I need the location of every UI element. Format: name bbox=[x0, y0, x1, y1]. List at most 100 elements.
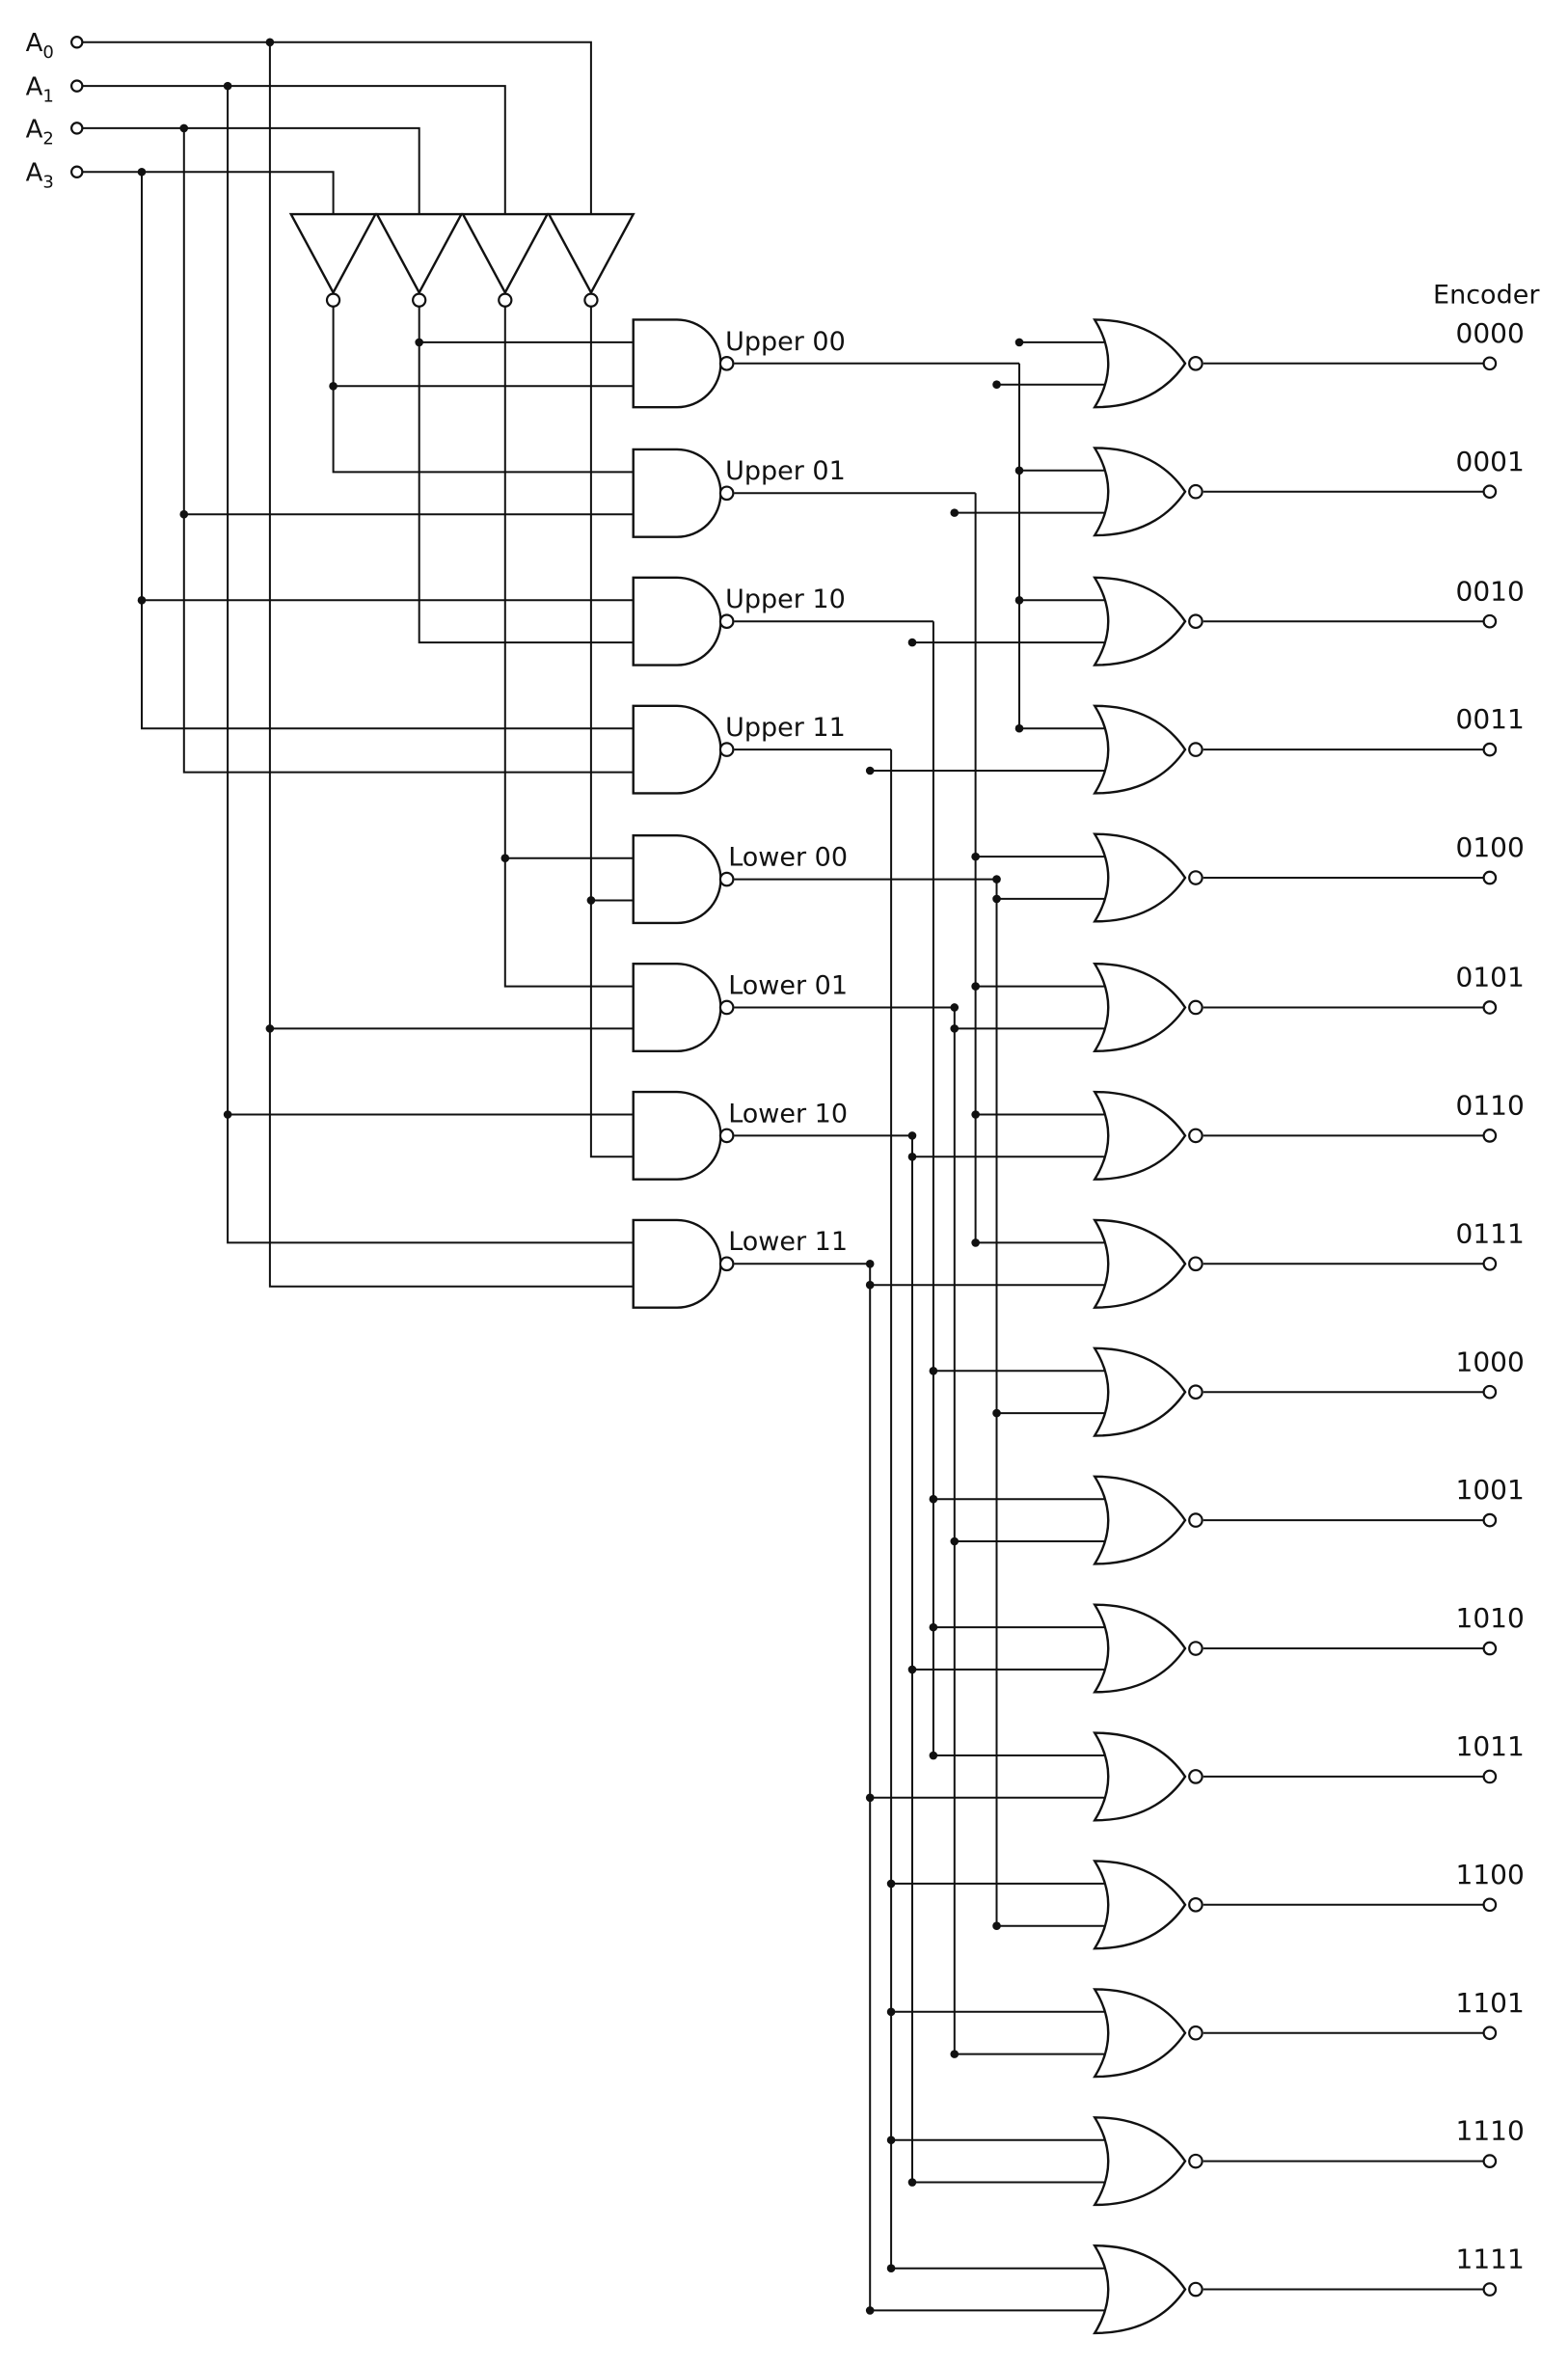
output-1101-label: 1101 bbox=[1456, 1987, 1525, 2019]
nor-output-bubble bbox=[1188, 742, 1203, 757]
junction-dot bbox=[865, 1280, 875, 1290]
junction-dot bbox=[907, 1131, 917, 1140]
nor-gate bbox=[1093, 704, 1187, 795]
nor-gate bbox=[1093, 962, 1187, 1053]
nand-gate bbox=[632, 1090, 722, 1181]
junction-dot bbox=[907, 1152, 917, 1161]
inverter-gate bbox=[547, 212, 635, 295]
junction-dot bbox=[1014, 466, 1024, 476]
nand-label-upper-00: Upper 00 bbox=[725, 327, 846, 357]
junction-dot bbox=[886, 1879, 896, 1889]
junction-dot bbox=[929, 1367, 938, 1375]
junction-dot bbox=[907, 2178, 917, 2187]
junction-dot bbox=[992, 875, 1001, 884]
junction-dot bbox=[265, 38, 275, 47]
junction-dot bbox=[992, 380, 1001, 390]
wire-layer bbox=[83, 41, 1484, 2312]
output-0110-terminal bbox=[1482, 1129, 1498, 1143]
nand-label-upper-10: Upper 10 bbox=[725, 585, 846, 614]
a0-true-line bbox=[268, 41, 634, 1288]
junction-dot bbox=[971, 1238, 980, 1247]
input-rail-a3 bbox=[83, 171, 335, 214]
nor-gate bbox=[1093, 1603, 1187, 1694]
nand-gate bbox=[632, 834, 722, 925]
junction-dot bbox=[929, 1751, 938, 1760]
output-1111-terminal bbox=[1482, 2282, 1498, 2297]
output-0111-terminal bbox=[1482, 1256, 1498, 1271]
nor-output-bubble bbox=[1188, 2281, 1203, 2298]
junction-dot bbox=[223, 81, 232, 91]
junction-dot bbox=[886, 2007, 896, 2017]
nor-output-bubble bbox=[1188, 613, 1203, 630]
output-1011-terminal bbox=[1482, 1769, 1498, 1784]
nand-label-upper-01: Upper 01 bbox=[725, 456, 846, 486]
nand-label-lower-01: Lower 01 bbox=[728, 970, 848, 1000]
junction-dot bbox=[179, 509, 189, 519]
output-0001-terminal bbox=[1482, 484, 1498, 500]
a0-inverted-line bbox=[589, 306, 634, 1158]
nor-gate bbox=[1093, 1988, 1187, 2079]
input-rail-a0 bbox=[83, 41, 592, 214]
output-0011-terminal bbox=[1482, 742, 1498, 757]
nor-output-bubble bbox=[1188, 1897, 1203, 1913]
output-1010-terminal bbox=[1482, 1641, 1498, 1656]
nor-output-bubble bbox=[1188, 1384, 1203, 1401]
output-1000-terminal bbox=[1482, 1384, 1498, 1400]
nor-gate bbox=[1093, 1860, 1187, 1950]
nor-gate bbox=[1093, 1475, 1187, 1565]
output-1110-terminal bbox=[1482, 2154, 1498, 2168]
junction-dot bbox=[586, 896, 596, 905]
output-0100-label: 0100 bbox=[1456, 831, 1525, 863]
output-0001-label: 0001 bbox=[1456, 446, 1525, 477]
junction-dot bbox=[950, 1024, 960, 1033]
nor-output-bubble bbox=[1188, 1128, 1203, 1144]
nand-gate bbox=[632, 318, 722, 409]
nor-output-bubble bbox=[1188, 870, 1203, 885]
nand-label-lower-11: Lower 11 bbox=[728, 1227, 848, 1257]
nand-gate bbox=[632, 962, 722, 1053]
junction-dot bbox=[1014, 338, 1024, 347]
junction-dot bbox=[971, 1110, 980, 1119]
inverter-bubble bbox=[412, 292, 427, 308]
nor-output-bubble bbox=[1188, 2025, 1203, 2041]
junction-dot bbox=[865, 766, 875, 775]
output-1011-label: 1011 bbox=[1456, 1730, 1525, 1762]
nor-gate bbox=[1093, 1731, 1187, 1822]
junction-dot bbox=[950, 1003, 960, 1012]
nor-gate bbox=[1093, 1346, 1187, 1437]
output-1100-terminal bbox=[1482, 1897, 1498, 1913]
inverter-gate bbox=[461, 212, 550, 295]
junction-dot bbox=[907, 1665, 917, 1674]
junction-dot bbox=[992, 894, 1001, 904]
nor-output-bubble bbox=[1188, 1256, 1203, 1272]
nor-output-bubble bbox=[1188, 356, 1203, 371]
a1-true-line bbox=[227, 86, 634, 1244]
inverter-bubble bbox=[498, 292, 513, 308]
nand-output-bubble bbox=[718, 871, 735, 887]
junction-dot bbox=[950, 508, 960, 517]
a3-inverted-line bbox=[332, 306, 634, 474]
output-1010-label: 1010 bbox=[1456, 1602, 1525, 1634]
junction-dot bbox=[929, 1622, 938, 1632]
input-rail-a1 bbox=[83, 85, 506, 214]
nor-output-bubble bbox=[1188, 1512, 1203, 1528]
output-0101-terminal bbox=[1482, 1000, 1498, 1015]
output-0000-terminal bbox=[1482, 356, 1498, 371]
output-0100-terminal bbox=[1482, 870, 1498, 885]
junction-dot bbox=[950, 1537, 960, 1546]
output-1101-terminal bbox=[1482, 2026, 1498, 2041]
output-0110-label: 0110 bbox=[1456, 1090, 1525, 1122]
nor-gate bbox=[1093, 2116, 1187, 2207]
nor-gate bbox=[1093, 2244, 1187, 2335]
input-terminal-a1 bbox=[70, 79, 84, 93]
junction-dot bbox=[992, 1921, 1001, 1931]
inverter-bubble bbox=[325, 292, 341, 308]
nor-gate bbox=[1093, 832, 1187, 923]
nor-output-bubble bbox=[1188, 2153, 1203, 2169]
junction-layer bbox=[137, 38, 1024, 2315]
a1-inverted-line bbox=[503, 306, 634, 988]
nand-output-bubble bbox=[718, 999, 735, 1016]
nand-label-lower-00: Lower 00 bbox=[728, 843, 848, 873]
